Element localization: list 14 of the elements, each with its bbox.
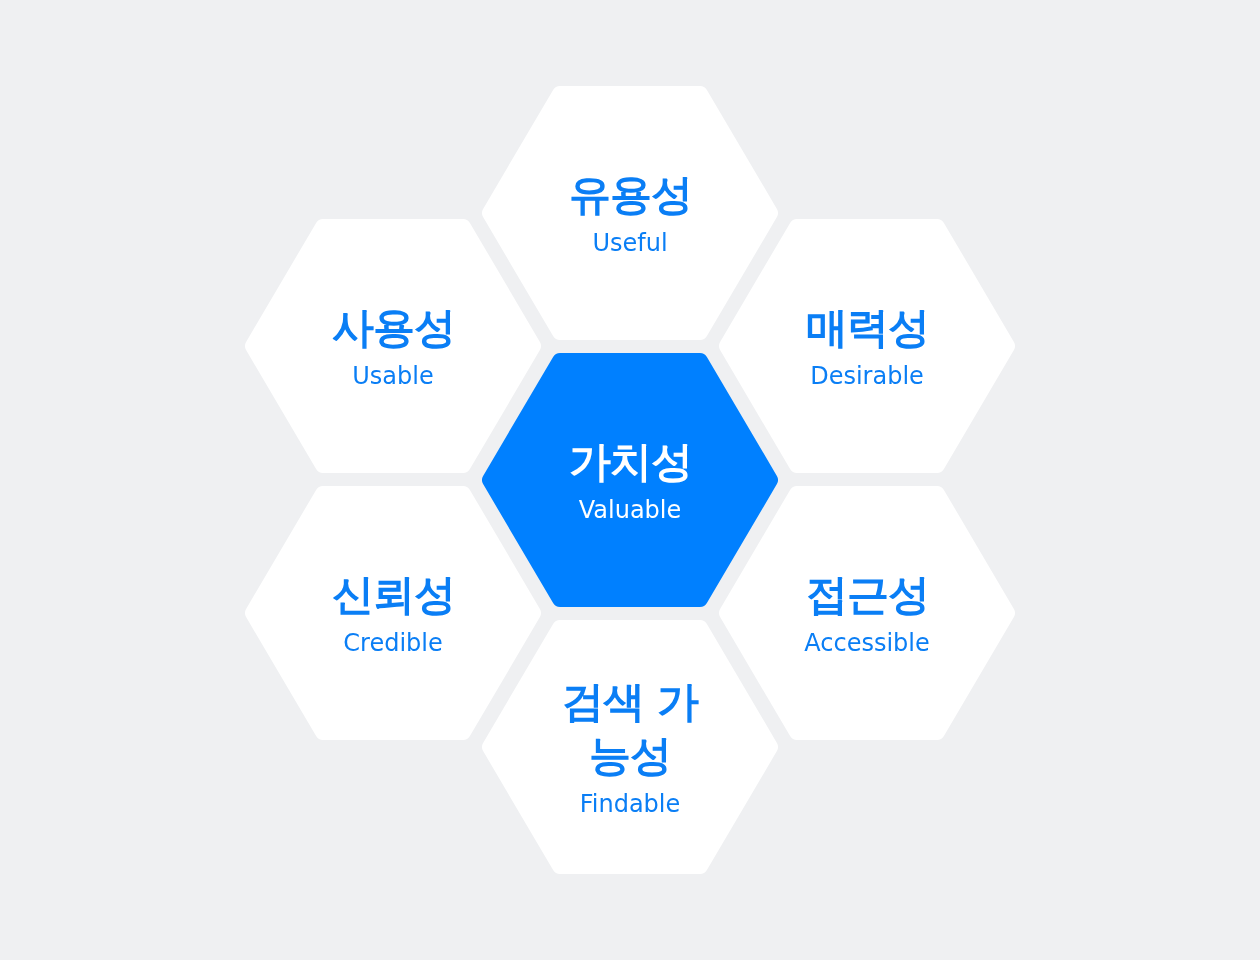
category-subtitle: Credible (343, 628, 443, 658)
category-subtitle: Accessible (804, 628, 930, 658)
category-subtitle: Valuable (578, 495, 682, 525)
category-title: 사용성 (331, 302, 455, 354)
category-subtitle: Findable (579, 789, 681, 819)
category-title: 접근성 (805, 569, 929, 621)
category-title: 신뢰성 (331, 569, 455, 621)
category-title: 검색 가능성 (560, 676, 700, 782)
category-title: 매력성 (805, 302, 929, 354)
category-title: 가치성 (568, 436, 692, 488)
category-title: 유용성 (568, 169, 692, 221)
category-subtitle: Useful (592, 228, 668, 258)
category-subtitle: Desirable (810, 361, 924, 391)
category-subtitle: Usable (352, 361, 434, 391)
